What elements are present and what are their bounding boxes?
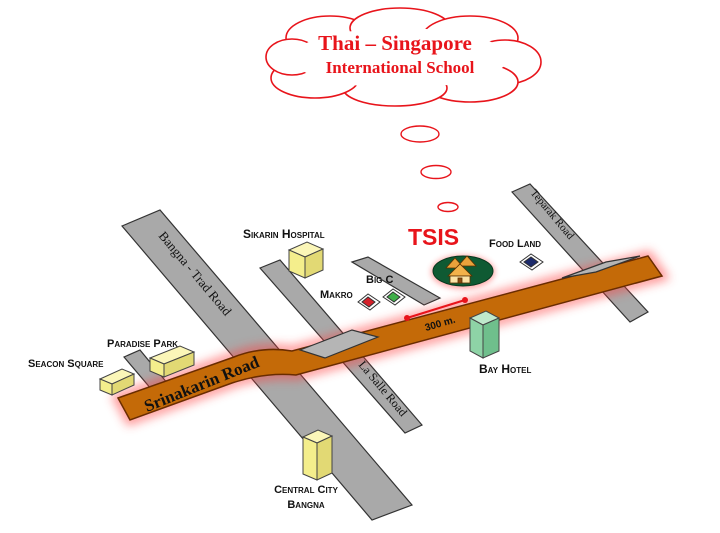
makro-label: Makro (320, 289, 353, 301)
sikarin-hospital-label: Sikarin Hospital (243, 227, 325, 241)
big-c-access-road (350, 256, 442, 306)
school-building-icon (445, 255, 477, 284)
median-island-left (298, 329, 380, 359)
big-c-label: Big C (366, 274, 393, 286)
paradise-park-building (148, 345, 196, 378)
bay-hotel-label: Bay Hotel (479, 362, 531, 376)
food-land-label: Food Land (489, 238, 541, 250)
bay-hotel-building (468, 310, 501, 359)
bangna-label: Bangna (287, 499, 324, 511)
makro-icon (357, 293, 381, 311)
la-salle-road-label: La Salle Road (356, 358, 410, 419)
food-land-icon (519, 253, 544, 271)
sikarin-hospital-building (287, 241, 325, 279)
cloud-bubble-2 (420, 164, 452, 180)
median-island-right (561, 255, 641, 279)
cloud-bubble-3 (437, 201, 459, 213)
tsis-school-marker[interactable] (431, 255, 495, 289)
tsis-label: TSIS (408, 224, 459, 250)
cloud-bubble-1 (400, 125, 440, 143)
title-line-1: Thai – Singapore (318, 31, 472, 55)
paradise-park-label: Paradise Park (107, 338, 178, 350)
seacon-square-label: Seacon Square (28, 358, 104, 370)
title-line-2: International School (326, 58, 475, 77)
big-c-icon (382, 288, 406, 306)
central-city-label: Central City (274, 484, 338, 496)
seacon-square-building (98, 368, 136, 396)
title-cloud: Thai – Singapore International School (265, 7, 542, 213)
central-city-bangna-building (301, 429, 334, 481)
